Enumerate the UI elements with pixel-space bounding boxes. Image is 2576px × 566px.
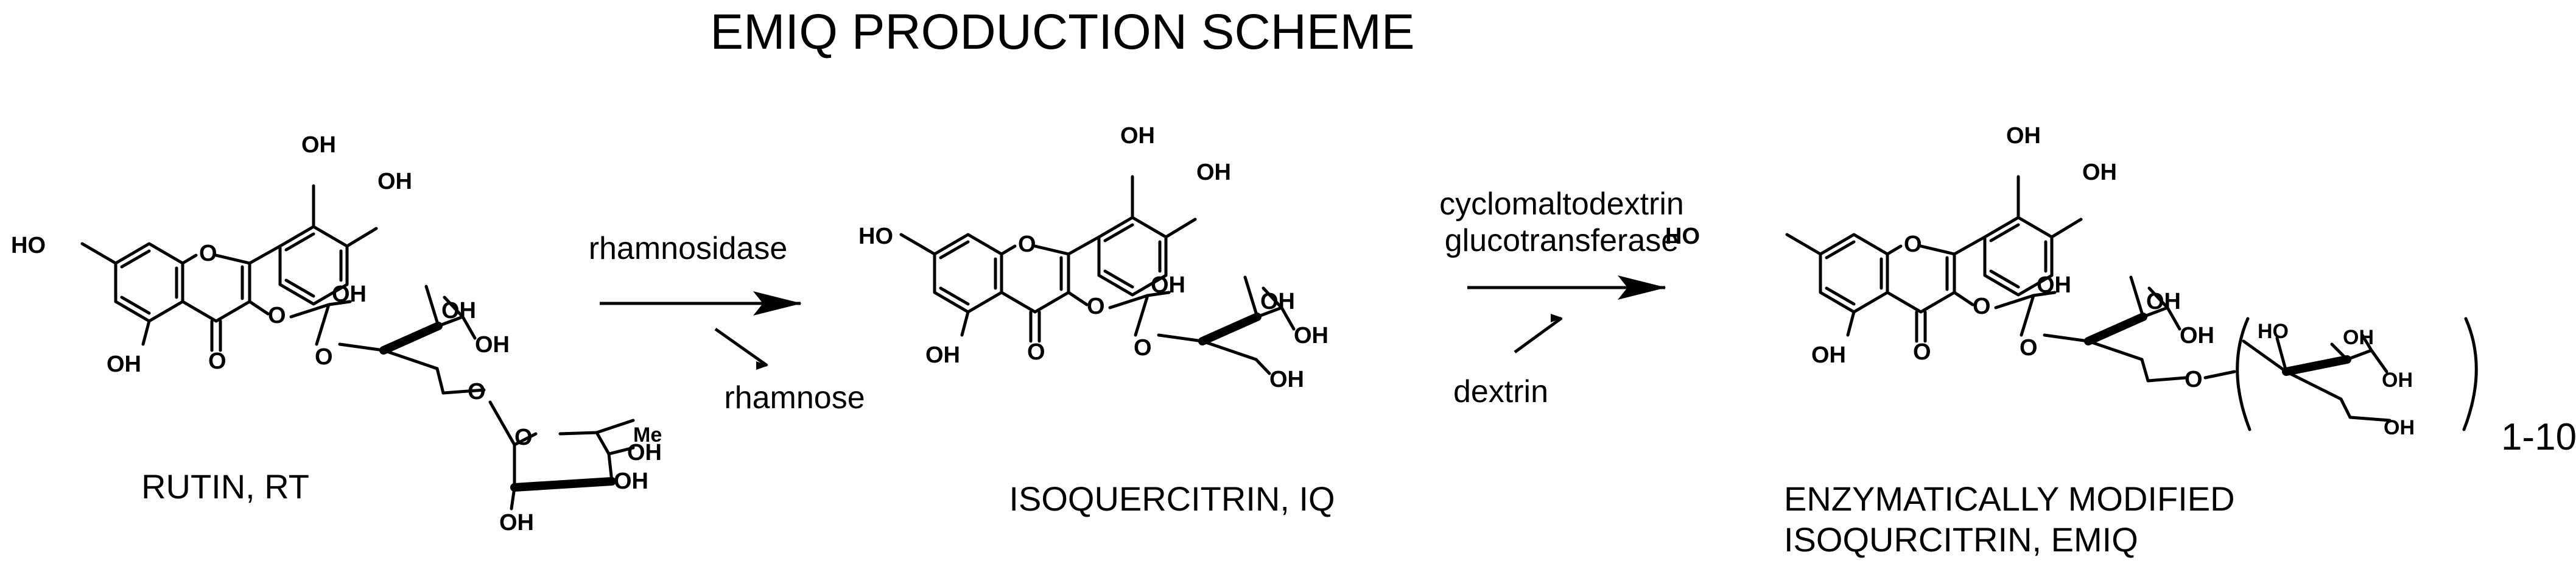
enzyme-rhamnosidase: rhamnosidase	[589, 231, 788, 266]
oxygen-atom: O	[199, 241, 217, 266]
byproduct-rhamnose: rhamnose	[724, 380, 865, 416]
enzyme-line-1: cyclomaltodextrin	[1439, 186, 1684, 222]
rutin-label: RUTIN, RT	[141, 467, 309, 506]
hydroxyl-group: OH	[1269, 367, 1304, 392]
hydroxyl-group: OH	[1294, 323, 1328, 348]
oxygen-atom: O	[1904, 232, 1922, 257]
emiq-label-line-2: ISOQURCITRIN, EMIQ	[1784, 520, 2138, 559]
hydroxyl-group: OH	[2180, 323, 2214, 348]
hydroxyl-group: OH	[377, 169, 412, 194]
isoquercitrin-structure: OH OH HO O O OH O OH O OH OH OH	[858, 123, 1328, 392]
hydroxyl-group: OH	[301, 132, 336, 158]
scheme-title: EMIQ PRODUCTION SCHEME	[710, 4, 1414, 60]
oxygen-atom: O	[1913, 339, 1931, 365]
oxygen-atom: O	[2185, 367, 2203, 392]
hydroxyl-group: HO	[1665, 224, 1700, 249]
isoquercitrin-label: ISOQUERCITRIN, IQ	[1009, 479, 1335, 518]
hydroxyl-group: OH	[1120, 123, 1155, 149]
hydroxyl-group: OH	[614, 469, 648, 494]
reaction-arrow-2	[1467, 275, 1666, 354]
hydroxyl-group: OH	[475, 332, 510, 358]
hydroxyl-group: OH	[499, 510, 534, 536]
oxygen-atom: O	[514, 425, 533, 450]
hydroxyl-group: OH	[1260, 289, 1295, 314]
hydroxyl-group: OH	[2037, 272, 2071, 298]
hydroxyl-group: HO	[2258, 320, 2289, 343]
oxygen-atom: O	[1973, 294, 1991, 319]
substrate-dextrin: dextrin	[1453, 374, 1548, 409]
hydroxyl-group: OH	[1151, 272, 1185, 298]
repeat-count: 1-10	[2501, 416, 2576, 458]
oxygen-atom: O	[268, 303, 286, 328]
hydroxyl-group: OH	[332, 281, 367, 307]
emiq-label-line-1: ENZYMATICALLY MODIFIED	[1784, 479, 2235, 518]
hydroxyl-group: HO	[858, 224, 893, 249]
hydroxyl-group: HO	[11, 233, 46, 258]
hydroxyl-group: OH	[1196, 160, 1231, 185]
hydroxyl-group: OH	[2146, 289, 2181, 314]
oxygen-atom: O	[1087, 294, 1105, 319]
hydroxyl-group: OH	[2382, 369, 2413, 392]
enzyme-line-2: glucotransferase	[1445, 223, 1679, 258]
hydroxyl-group: OH	[627, 440, 662, 465]
oxygen-atom: O	[315, 344, 333, 370]
oxygen-atom: O	[468, 379, 486, 405]
hydroxyl-group: OH	[107, 352, 141, 377]
hydroxyl-group: OH	[2343, 326, 2374, 349]
hydroxyl-group: OH	[925, 342, 960, 368]
methyl-group: Me	[633, 423, 662, 447]
hydroxyl-group: OH	[2006, 123, 2041, 149]
oxygen-atom: O	[2020, 335, 2038, 361]
emiq-structure: OH OH HO O O OH O OH O OH OH O HO OH OH …	[1665, 123, 2478, 439]
oxygen-atom: O	[1134, 335, 1152, 361]
hydroxyl-group: OH	[2082, 160, 2117, 185]
reaction-arrow-1	[600, 291, 802, 370]
rutin-structure: OH OH HO O O OH O OH O OH OH O O Me OH O…	[11, 132, 662, 536]
hydroxyl-group: OH	[2384, 416, 2415, 439]
oxygen-atom: O	[208, 348, 226, 374]
oxygen-atom: O	[1027, 339, 1045, 365]
hydroxyl-group: OH	[441, 298, 476, 324]
oxygen-atom: O	[1018, 232, 1036, 257]
hydroxyl-group: OH	[1811, 342, 1846, 368]
